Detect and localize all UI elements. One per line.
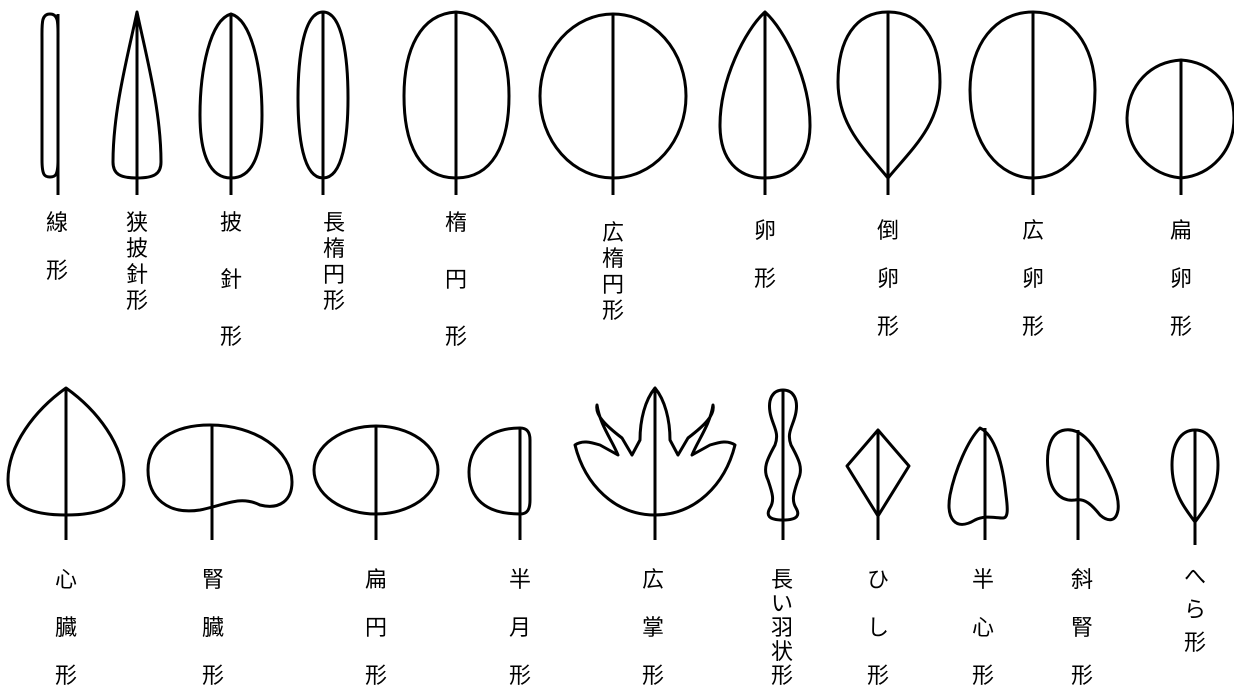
leaf-lanceolate [200,14,262,195]
leaf-long-pinnate [766,390,801,540]
leaf-obovate [838,12,940,195]
label-s9: 広卵形 [1022,219,1044,340]
leaf-depressed-ovate [1127,60,1234,195]
leaf-cordate [8,388,124,540]
label-s12: 腎臓形 [202,568,224,689]
leaf-broad-elliptic [540,14,686,195]
label-s11: 心臓形 [55,568,77,689]
label-s1: 線形 [46,211,68,284]
label-s17: ひし形 [867,568,889,689]
leaf-ovate [720,12,810,195]
label-s2: 狭披針形 [126,211,148,314]
leaf-narrow-lanceolate [113,12,161,195]
label-s18: 半心形 [972,568,994,689]
leaf-broad-palmate [575,388,735,540]
leaf-oblique-reniform [1048,430,1119,540]
leaf-elliptic [404,12,509,195]
label-s5: 楕円形 [445,211,467,350]
label-s13: 扁円形 [365,568,387,689]
label-s16: 長い羽状形 [771,568,793,689]
leaf-lunate [469,428,530,540]
label-s20: へら形 [1184,565,1206,656]
leaf-half-cordate [949,428,1007,540]
label-s10: 扁卵形 [1170,219,1192,340]
leaf-oblong [298,12,348,195]
label-s14: 半月形 [509,568,531,689]
leaf-linear [42,14,58,195]
leaf-rhombic [847,430,909,540]
leaf-spatulate [1172,430,1218,545]
label-s15: 広掌形 [642,568,664,689]
label-s19: 斜腎形 [1071,568,1093,689]
leaf-broad-ovate [970,12,1095,195]
label-s4: 長楕円形 [323,211,345,314]
leaf-reniform [148,425,292,540]
leaf-oblate [314,426,438,540]
label-s7: 卵形 [754,219,776,292]
label-s8: 倒卵形 [877,219,899,340]
label-s3: 披針形 [220,211,242,350]
label-s6: 広楕円形 [602,221,624,324]
